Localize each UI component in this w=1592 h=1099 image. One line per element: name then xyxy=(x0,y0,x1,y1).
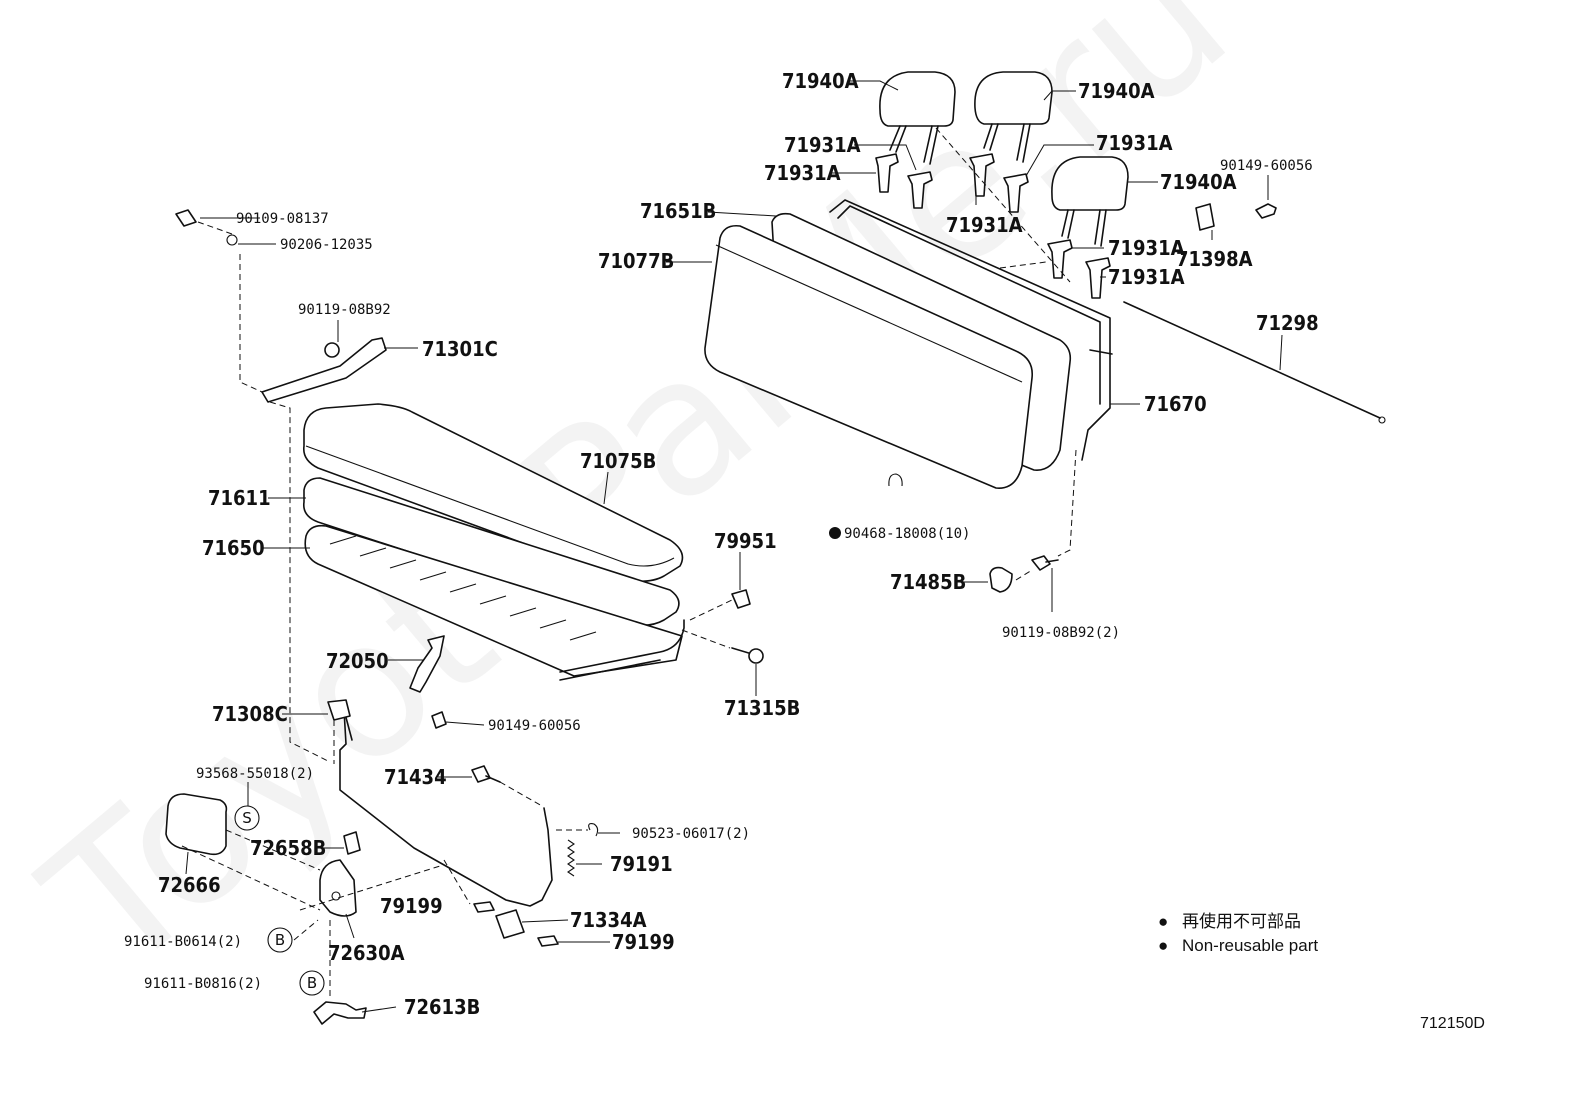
symbol-s: S xyxy=(234,805,260,831)
label-71485B[interactable]: 71485B xyxy=(890,570,966,594)
label-71075B[interactable]: 71075B xyxy=(580,449,656,473)
label-71940A-3[interactable]: 71940A xyxy=(1160,170,1237,194)
spring-79191 xyxy=(567,839,575,877)
headrest-guide-1 xyxy=(875,153,899,193)
label-71611[interactable]: 71611 xyxy=(208,486,271,510)
bolt-71434 xyxy=(471,765,501,783)
label-79951[interactable]: 79951 xyxy=(714,529,777,553)
label-71931A-3[interactable]: 71931A xyxy=(1096,131,1173,155)
clip-90523 xyxy=(588,823,599,837)
bracket-72613B xyxy=(313,1001,367,1025)
part-labels: 71940A 71940A 71940A 71931A 71931A 71931… xyxy=(124,69,1319,1019)
hog-ring-90468 xyxy=(888,473,903,487)
cover-72666 xyxy=(165,793,228,856)
headrest-center xyxy=(974,71,1053,163)
label-90109-08137[interactable]: 90109-08137 xyxy=(236,211,329,227)
label-71308C[interactable]: 71308C xyxy=(212,702,288,726)
diagram-code: 712150D xyxy=(1420,1015,1485,1032)
cushion-frame-71650 xyxy=(304,524,685,681)
label-71301C[interactable]: 71301C xyxy=(422,337,498,361)
label-79199-1[interactable]: 79199 xyxy=(380,894,443,918)
headrest-guide-5 xyxy=(1047,239,1073,279)
svg-text:B: B xyxy=(307,974,317,992)
label-71398A[interactable]: 71398A xyxy=(1176,247,1253,271)
legend-bullet-1: ● xyxy=(1158,912,1168,931)
seat-back-frame xyxy=(829,199,1113,461)
bolt-90149-60056 xyxy=(431,711,447,729)
lock-72630A xyxy=(319,859,357,917)
pad-79199-2 xyxy=(537,935,559,947)
cushion-pad-71611 xyxy=(302,477,680,627)
washer-90206-12035 xyxy=(226,234,238,246)
legend-japanese: 再使用不可部品 xyxy=(1182,911,1301,931)
bolt-90109-08137 xyxy=(175,209,197,227)
clip-72658B xyxy=(343,831,361,855)
label-71931A-1[interactable]: 71931A xyxy=(784,133,861,157)
rod-71298 xyxy=(1123,301,1386,424)
non-reusable-dot xyxy=(829,527,841,539)
label-90119-08B92-2[interactable]: 90119-08B92(2) xyxy=(1002,625,1120,641)
headrest-right xyxy=(1051,156,1129,247)
label-71315B[interactable]: 71315B xyxy=(724,696,800,720)
legend-english: Non-reusable part xyxy=(1182,936,1318,955)
label-71334A[interactable]: 71334A xyxy=(570,908,647,932)
pad-79199-1 xyxy=(473,901,495,913)
legend-bullet-2: ● xyxy=(1158,936,1168,955)
label-91611-B0816[interactable]: 91611-B0816(2) xyxy=(144,976,262,992)
label-72630A[interactable]: 72630A xyxy=(328,941,405,965)
label-90149-60056-top[interactable]: 90149-60056 xyxy=(1220,158,1313,174)
label-71931A-5[interactable]: 71931A xyxy=(1108,236,1185,260)
label-71931A-2[interactable]: 71931A xyxy=(764,161,841,185)
label-72613B[interactable]: 72613B xyxy=(404,995,480,1019)
label-79199-2[interactable]: 79199 xyxy=(612,930,675,954)
label-90119-08B92[interactable]: 90119-08B92 xyxy=(298,302,391,318)
symbol-b-1: B xyxy=(267,927,293,953)
leader-lines xyxy=(185,80,1283,1013)
label-72050[interactable]: 72050 xyxy=(326,649,389,673)
label-90206-12035[interactable]: 90206-12035 xyxy=(280,237,373,253)
legend: ● 再使用不可部品 ● Non-reusable part xyxy=(1158,911,1318,955)
clip-71398A xyxy=(1195,203,1215,231)
clip-79951 xyxy=(731,589,751,609)
svg-text:S: S xyxy=(242,809,252,827)
label-79191[interactable]: 79191 xyxy=(610,852,673,876)
symbol-b-2: B xyxy=(299,970,325,996)
handle-71334A xyxy=(495,909,525,939)
label-71931A-4[interactable]: 71931A xyxy=(946,213,1023,237)
svg-text:B: B xyxy=(275,931,285,949)
headrest-guide-6 xyxy=(1085,257,1111,299)
bolt-71315B xyxy=(731,647,764,664)
label-72666[interactable]: 72666 xyxy=(158,873,221,897)
label-71651B[interactable]: 71651B xyxy=(640,199,716,223)
seat-back-cover-71077B xyxy=(704,224,1034,489)
label-71940A-2[interactable]: 71940A xyxy=(1078,79,1155,103)
label-93568-55018[interactable]: 93568-55018(2) xyxy=(196,766,314,782)
label-71670[interactable]: 71670 xyxy=(1144,392,1207,416)
cover-71485B xyxy=(989,566,1013,593)
cushion-cover-71075B xyxy=(302,403,684,583)
headrest-guide-3 xyxy=(969,153,995,197)
label-71931A-6[interactable]: 71931A xyxy=(1108,265,1185,289)
link-71301C xyxy=(261,337,387,403)
label-71434[interactable]: 71434 xyxy=(384,765,447,789)
label-90523-06017[interactable]: 90523-06017(2) xyxy=(632,826,750,842)
label-72658B[interactable]: 72658B xyxy=(250,836,326,860)
headrest-guide-2 xyxy=(907,171,933,209)
label-90468-18008[interactable]: 90468-18008(10) xyxy=(844,526,970,542)
label-71650[interactable]: 71650 xyxy=(202,536,265,560)
label-71940A-1[interactable]: 71940A xyxy=(782,69,859,93)
bracket-72050 xyxy=(409,635,445,693)
label-91611-B0614[interactable]: 91611-B0614(2) xyxy=(124,934,242,950)
label-71298[interactable]: 71298 xyxy=(1256,311,1319,335)
bolt-90119-08B92 xyxy=(324,342,340,358)
bolt-90119-08B92-2 xyxy=(1031,555,1059,571)
headrest-left xyxy=(879,71,956,165)
bolt-90149-60056-top xyxy=(1255,203,1277,219)
label-71077B[interactable]: 71077B xyxy=(598,249,674,273)
label-90149-60056[interactable]: 90149-60056 xyxy=(488,718,581,734)
lock-rod-71308C xyxy=(327,699,553,907)
